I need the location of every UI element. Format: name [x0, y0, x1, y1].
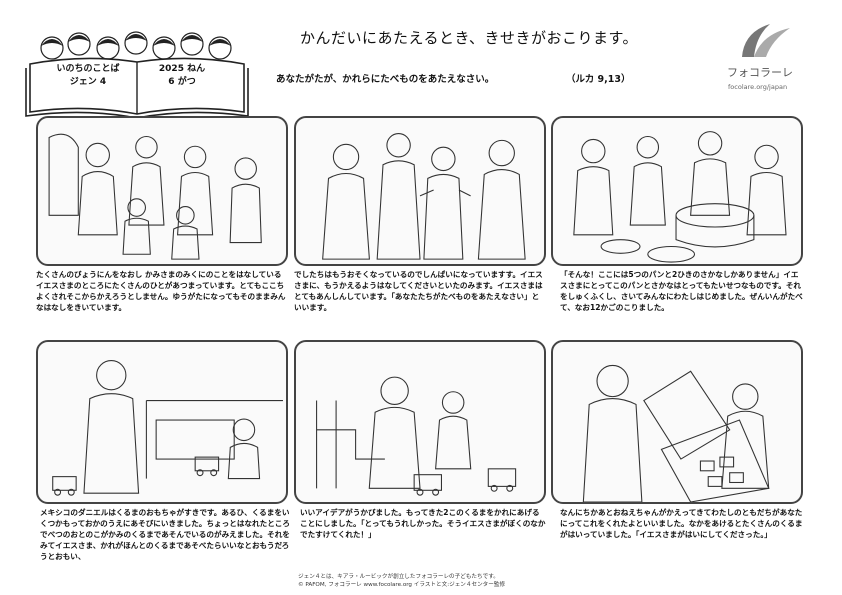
box-of-toy-cars-illustration [582, 364, 770, 502]
disciples-speaking-illustration [322, 133, 526, 260]
footer-line-2: © PAFOM, フォコラーレ www.focolare.org イラストと文:… [298, 582, 506, 588]
panel-1-caption: たくさんのびょうにんをなおし かみさまのみくにのことをはなしているイエスさまのと… [36, 270, 286, 312]
loaves-and-fish-illustration [573, 131, 787, 263]
logo-url: focolare.org/japan [728, 83, 788, 91]
comic-panel-1 [36, 116, 288, 266]
scripture-reference: （ルカ 9,13） [566, 74, 631, 85]
comic-panel-2 [294, 116, 546, 266]
comic-panel-6 [551, 340, 803, 504]
focolare-logo-icon [742, 24, 790, 57]
panel-4-caption: メキシコのダニエルはくるまのおもちゃがすきです。あるひ、くるまをいくつかもってお… [40, 508, 290, 561]
comic-panel-5 [294, 340, 546, 504]
panel-3-caption: 「そんな！ここには5つのパンと2ひきのさかなしかありません」イエスさまにとってこ… [560, 270, 803, 312]
book-year-label: 2025 ねん [158, 64, 206, 74]
book-left-page: いのちのことば ジェン 4 [44, 63, 132, 89]
footer-line-1: ジェン４とは、キアラ・ルービックが創立したフォコラーレの子どもたちです。 [298, 574, 499, 580]
book-month-label: 6 がつ [168, 77, 196, 87]
boy-with-toy-cars-illustration [52, 360, 283, 496]
footer-credits: ジェン４とは、キアラ・ルービックが創立したフォコラーレの子どもたちです。 © P… [298, 573, 505, 589]
page-title: かんだいにあたえるとき、きせきがおこります。 [300, 29, 639, 47]
panel-6-caption: なんにちかあとおねえちゃんがかえってきてわたしのともだちがあなたにってこれをくれ… [560, 508, 803, 539]
panel-5-caption: いいアイデアがうかびました。もってきた2このくるまをかれにあげることにしました。… [300, 508, 546, 539]
book-audience-label: ジェン 4 [69, 77, 107, 87]
open-book-illustration [25, 31, 249, 118]
book-right-page: 2025 ねん 6 がつ [144, 63, 220, 89]
boy-giving-cars-illustration [316, 376, 517, 496]
comic-panel-4 [36, 340, 288, 504]
scripture-quote: あなたがたが、かれらにたべものをあたえなさい。 [276, 74, 495, 85]
logo-name: フォコラーレ [727, 66, 793, 79]
comic-panel-3 [551, 116, 803, 266]
book-series-label: いのちのことば [56, 64, 120, 74]
panel-2-caption: でしたちはもうおそくなっているのでしんぱいになっていますす。イエスさまに、もうか… [294, 270, 543, 312]
crowd-listening-illustration [48, 133, 262, 260]
